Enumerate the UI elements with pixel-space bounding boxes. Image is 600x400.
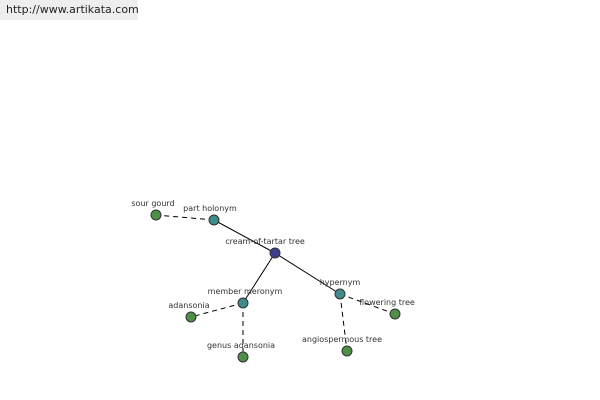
node-part_holonym[interactable] <box>208 214 220 226</box>
edge-part_holonym-sour_gourd <box>155 214 215 221</box>
edge-hypernym-angiospermous_tree <box>339 293 348 352</box>
node-sour_gourd[interactable] <box>150 209 162 221</box>
node-label-angiospermous_tree[interactable]: angiospermous tree <box>302 335 382 344</box>
node-label-adansonia[interactable]: adansonia <box>168 301 209 310</box>
node-label-hypernym[interactable]: hypernym <box>320 278 361 287</box>
node-center[interactable] <box>269 247 281 259</box>
edge-hypernym-flowering_tree <box>339 293 396 315</box>
node-label-genus_adansonia[interactable]: genus adansonia <box>207 341 275 350</box>
node-label-sour_gourd[interactable]: sour gourd <box>131 199 174 208</box>
node-angiospermous_tree[interactable] <box>341 345 353 357</box>
node-genus_adansonia[interactable] <box>237 351 249 363</box>
edge-center-hypernym <box>274 252 341 295</box>
edge-center-part_holonym <box>213 219 276 254</box>
url-link[interactable]: http://www.artikata.com <box>0 0 139 20</box>
nodes-layer <box>150 209 401 363</box>
node-label-center[interactable]: cream-of-tartar tree <box>225 237 305 246</box>
edge-center-member_meronym <box>242 252 276 304</box>
edges-layer <box>155 214 396 357</box>
node-label-flowering_tree[interactable]: flowering tree <box>359 298 415 307</box>
node-hypernym[interactable] <box>334 288 346 300</box>
node-label-member_meronym[interactable]: member meronym <box>208 287 283 296</box>
node-flowering_tree[interactable] <box>389 308 401 320</box>
node-adansonia[interactable] <box>185 311 197 323</box>
node-label-part_holonym[interactable]: part holonym <box>183 204 237 213</box>
labels-layer: cream-of-tartar tree part holonym sour gou… <box>131 199 415 350</box>
node-member_meronym[interactable] <box>237 297 249 309</box>
